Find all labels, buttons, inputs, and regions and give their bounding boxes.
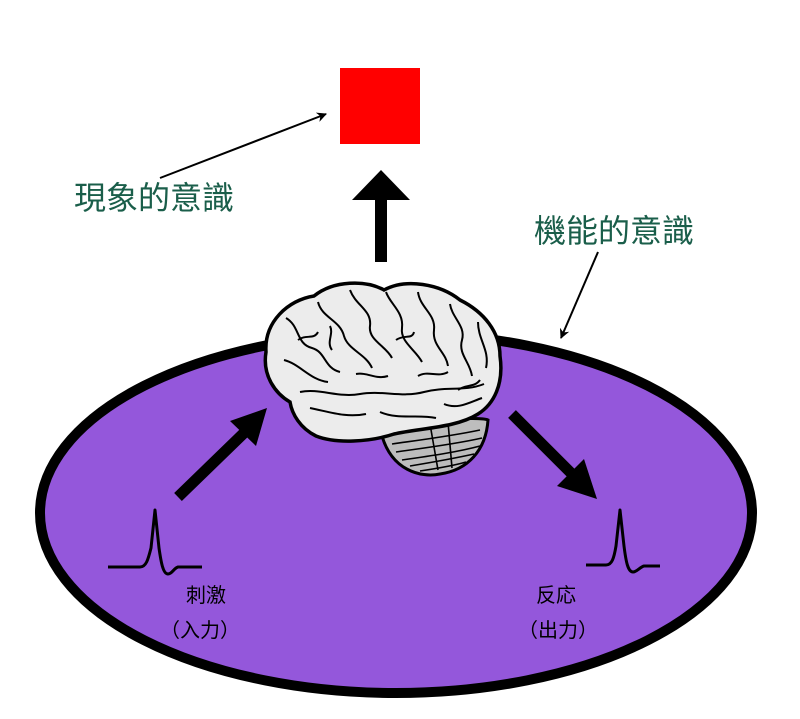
output-label: （出力） <box>518 618 598 642</box>
response-signal-icon <box>586 508 660 574</box>
arrow-brain-to-qualia <box>352 170 410 262</box>
pointer-phenomenal <box>159 112 327 179</box>
input-label: （入力） <box>160 618 240 642</box>
qualia-square <box>340 68 420 144</box>
pointer-functional <box>559 251 599 339</box>
arrow-stimulus-to-brain <box>174 408 267 501</box>
stimulus-signal-icon <box>108 508 202 576</box>
functional-consciousness-label: 機能的意識 <box>534 212 694 250</box>
stimulus-label: 刺激 <box>186 583 226 607</box>
arrow-brain-to-response <box>508 410 597 499</box>
brain-icon <box>263 281 503 477</box>
phenomenal-consciousness-label: 現象的意識 <box>74 179 234 217</box>
response-label: 反応 <box>536 583 576 607</box>
